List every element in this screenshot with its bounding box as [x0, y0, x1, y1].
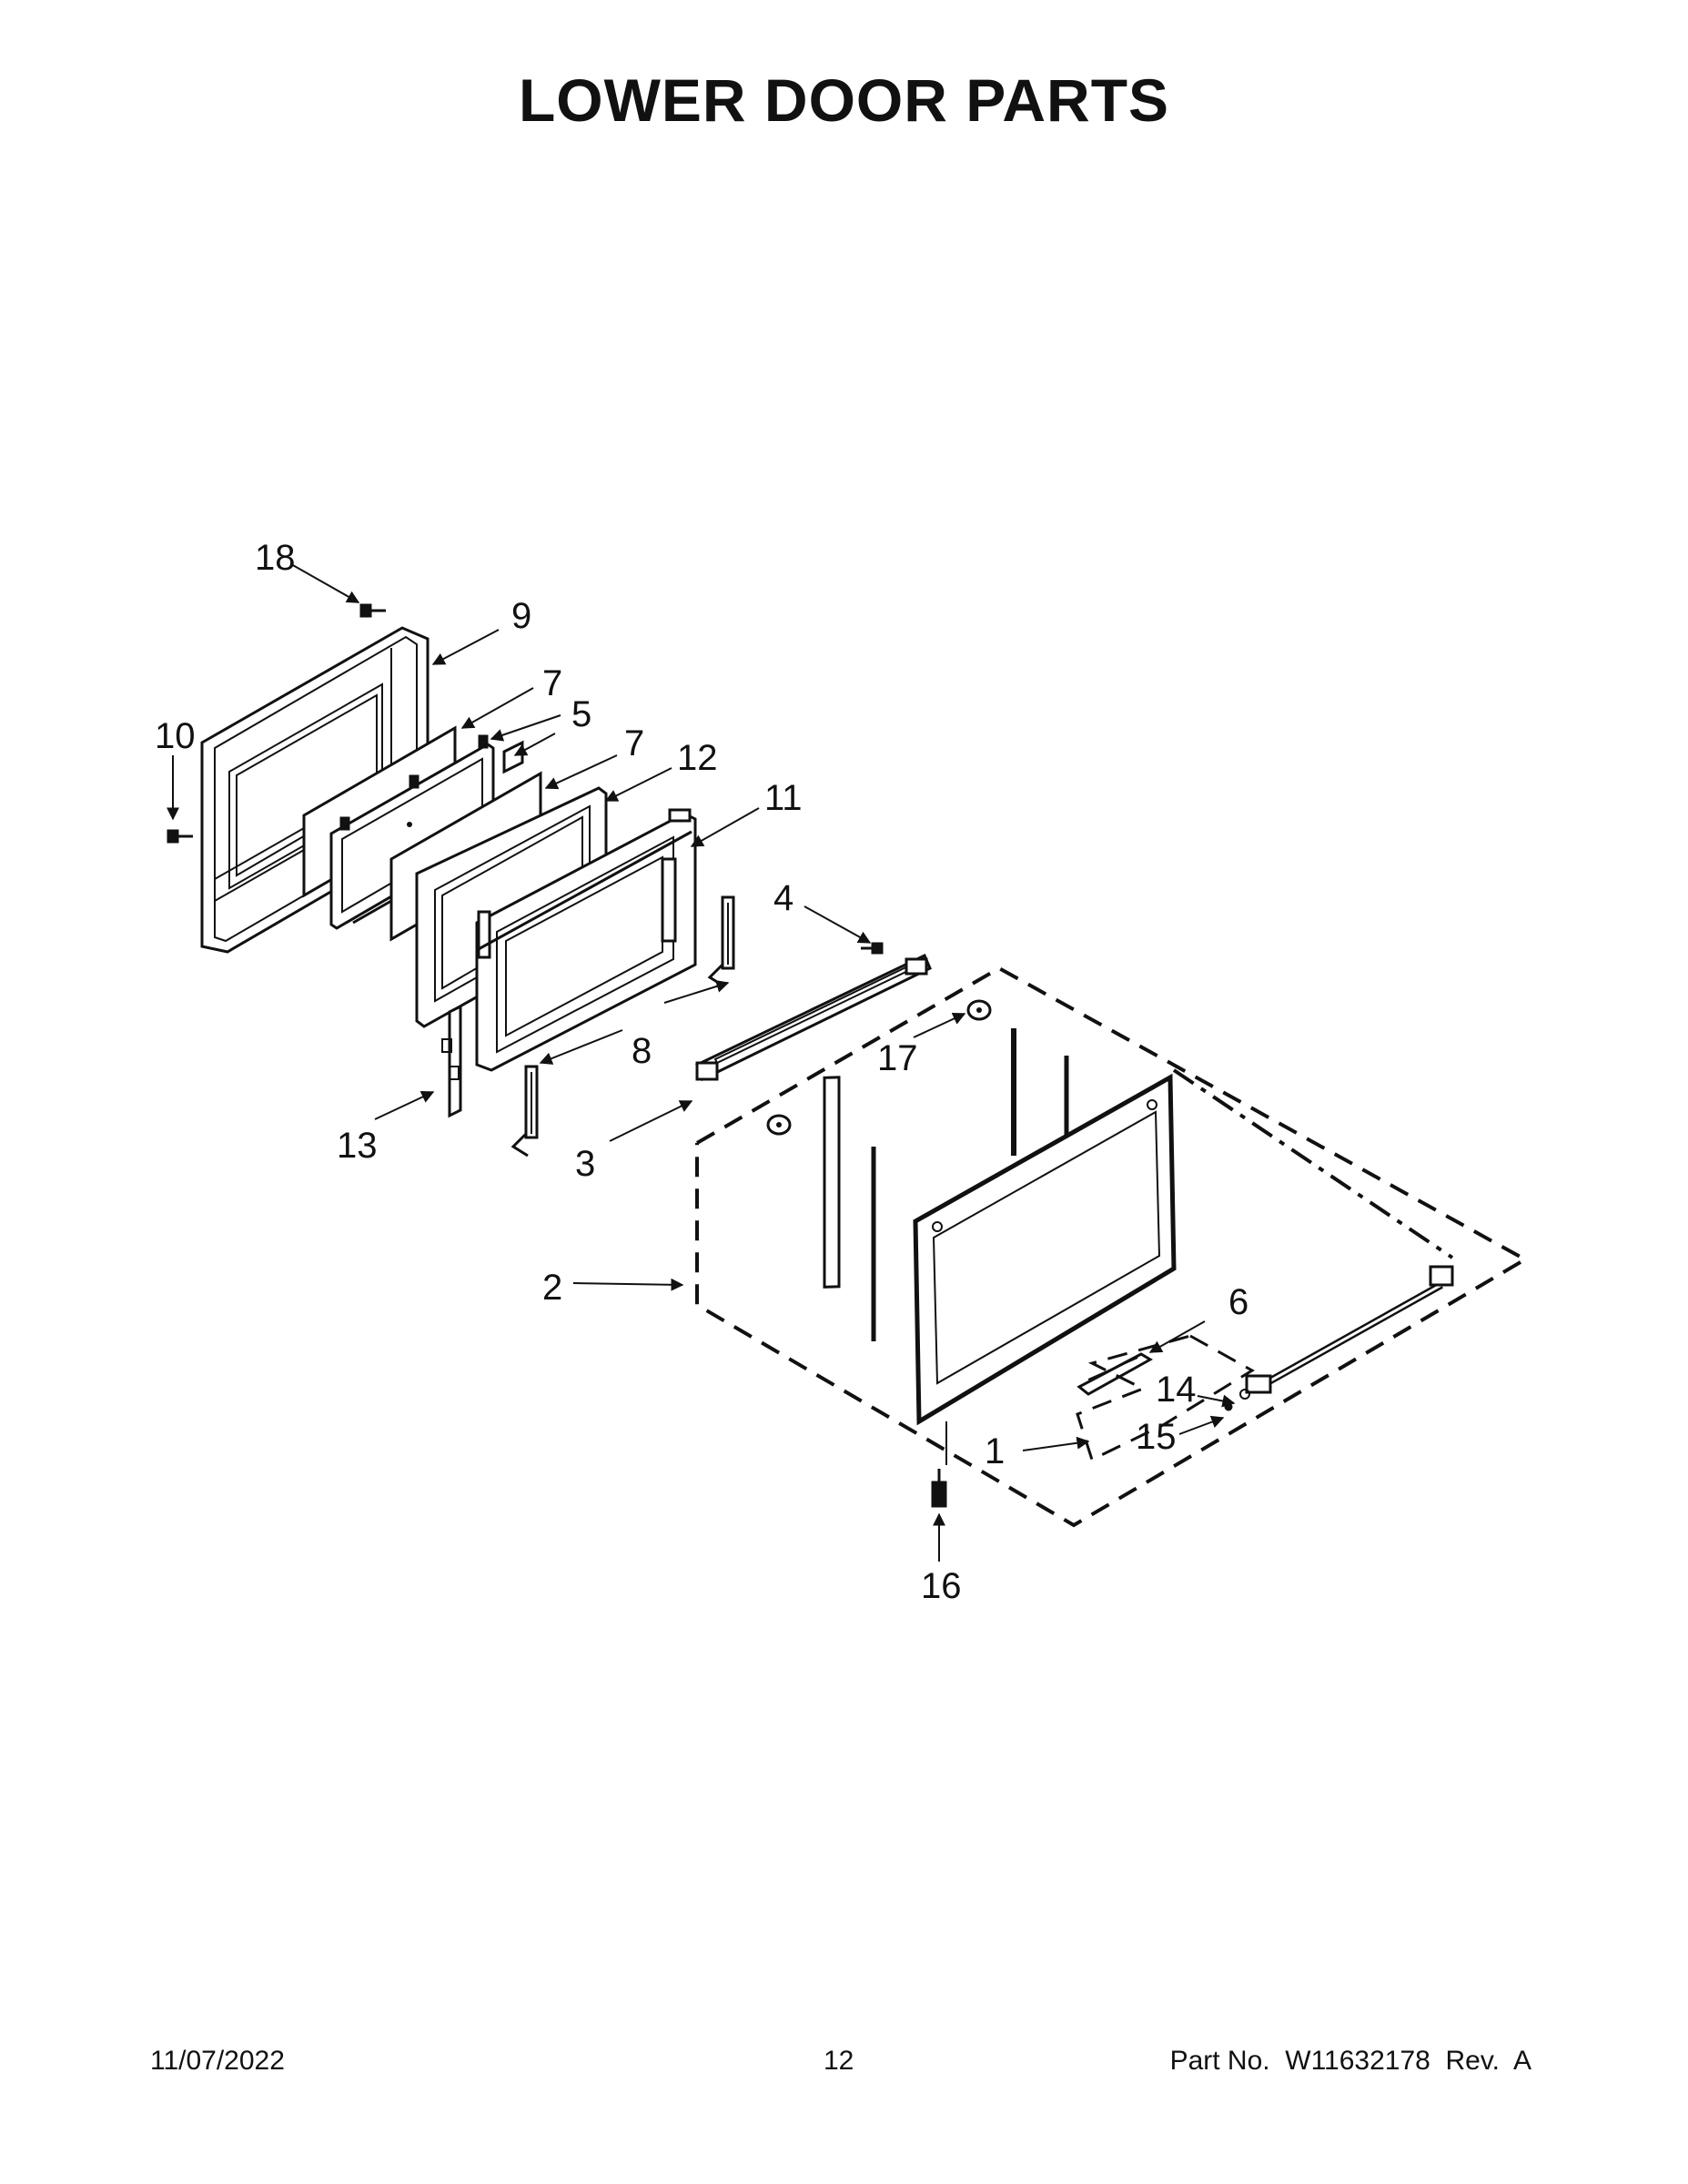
- callout-10: 10: [155, 716, 196, 756]
- screw-4: [861, 942, 884, 955]
- callout-4: 4: [773, 878, 793, 918]
- callout-11: 11: [764, 778, 803, 818]
- footer-date: 11/07/2022: [150, 2046, 285, 2076]
- callout-9: 9: [511, 596, 531, 636]
- callout-7: 7: [542, 663, 562, 703]
- callout-5: 5: [571, 694, 591, 734]
- hinge-lower: [510, 1065, 539, 1158]
- door-side-strips: [823, 1028, 1069, 1341]
- hinge-upper: [707, 895, 735, 988]
- callout-16: 16: [921, 1566, 962, 1606]
- hinge-receiver: [441, 1004, 462, 1118]
- callout-2: 2: [542, 1268, 562, 1308]
- door-spacer: [502, 740, 524, 774]
- screw-18: [359, 603, 386, 618]
- page-title: LOWER DOOR PARTS: [518, 66, 1170, 134]
- callout-15: 15: [1136, 1417, 1177, 1457]
- callout-14: 14: [1156, 1370, 1197, 1410]
- outer-door-assembly-outline: [695, 966, 1530, 1528]
- footer-part-number: Part No. W11632178 Rev. A: [1169, 2046, 1531, 2076]
- outer-door-glass: [913, 1073, 1177, 1465]
- callout-12: 12: [677, 738, 718, 778]
- screw-10: [167, 829, 193, 844]
- callout-17: 17: [877, 1038, 918, 1078]
- callout-18: 18: [255, 538, 296, 578]
- bumper-lower: [766, 1114, 792, 1136]
- bumper-upper: [966, 999, 992, 1021]
- handle-assembly: [1076, 1265, 1454, 1462]
- callout-1: 1: [985, 1431, 1005, 1471]
- callout-7-second: 7: [624, 723, 644, 763]
- handle-trim: [695, 953, 932, 1082]
- footer-page-number: 12: [824, 2046, 854, 2076]
- callout-13: 13: [337, 1126, 378, 1166]
- callout-6: 6: [1228, 1282, 1248, 1322]
- callout-3: 3: [575, 1144, 595, 1184]
- callout-8: 8: [632, 1031, 652, 1071]
- nameplate-badge: [1076, 1352, 1153, 1396]
- screw-16: [931, 1469, 947, 1508]
- callout-labels: 18 9 7 10 5 7 12 11 4 8 17 13 3 2 6 14 1…: [155, 538, 1248, 1606]
- door-frame: [475, 808, 697, 1072]
- leader-lines: [167, 563, 1236, 1562]
